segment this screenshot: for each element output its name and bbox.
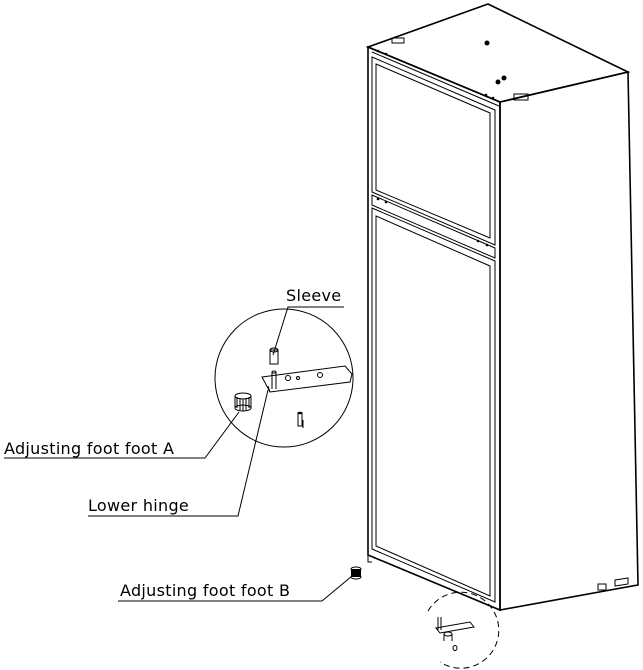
leader-line-foot-b bbox=[118, 575, 353, 602]
leader-line-sleeve bbox=[272, 306, 344, 356]
lower-hinge-label: Lower hinge bbox=[88, 496, 189, 515]
sleeve-label: Sleeve bbox=[286, 286, 341, 305]
adjusting-foot-b-label: Adjusting foot foot B bbox=[120, 581, 290, 600]
refrigerator-cabinet bbox=[365, 3, 639, 612]
hinge-detail-circle bbox=[214, 308, 354, 448]
leader-line-lower-hinge bbox=[88, 389, 269, 517]
hinge-screw-part bbox=[297, 411, 304, 428]
adjusting-foot-a-label: Adjusting foot foot A bbox=[4, 439, 174, 458]
adjusting-foot-a-part bbox=[234, 392, 252, 412]
adjusting-foot-b-part bbox=[350, 566, 362, 580]
foot-detail-circle bbox=[427, 591, 500, 669]
leader-line-foot-a bbox=[4, 411, 240, 459]
leader-lines bbox=[4, 306, 353, 602]
